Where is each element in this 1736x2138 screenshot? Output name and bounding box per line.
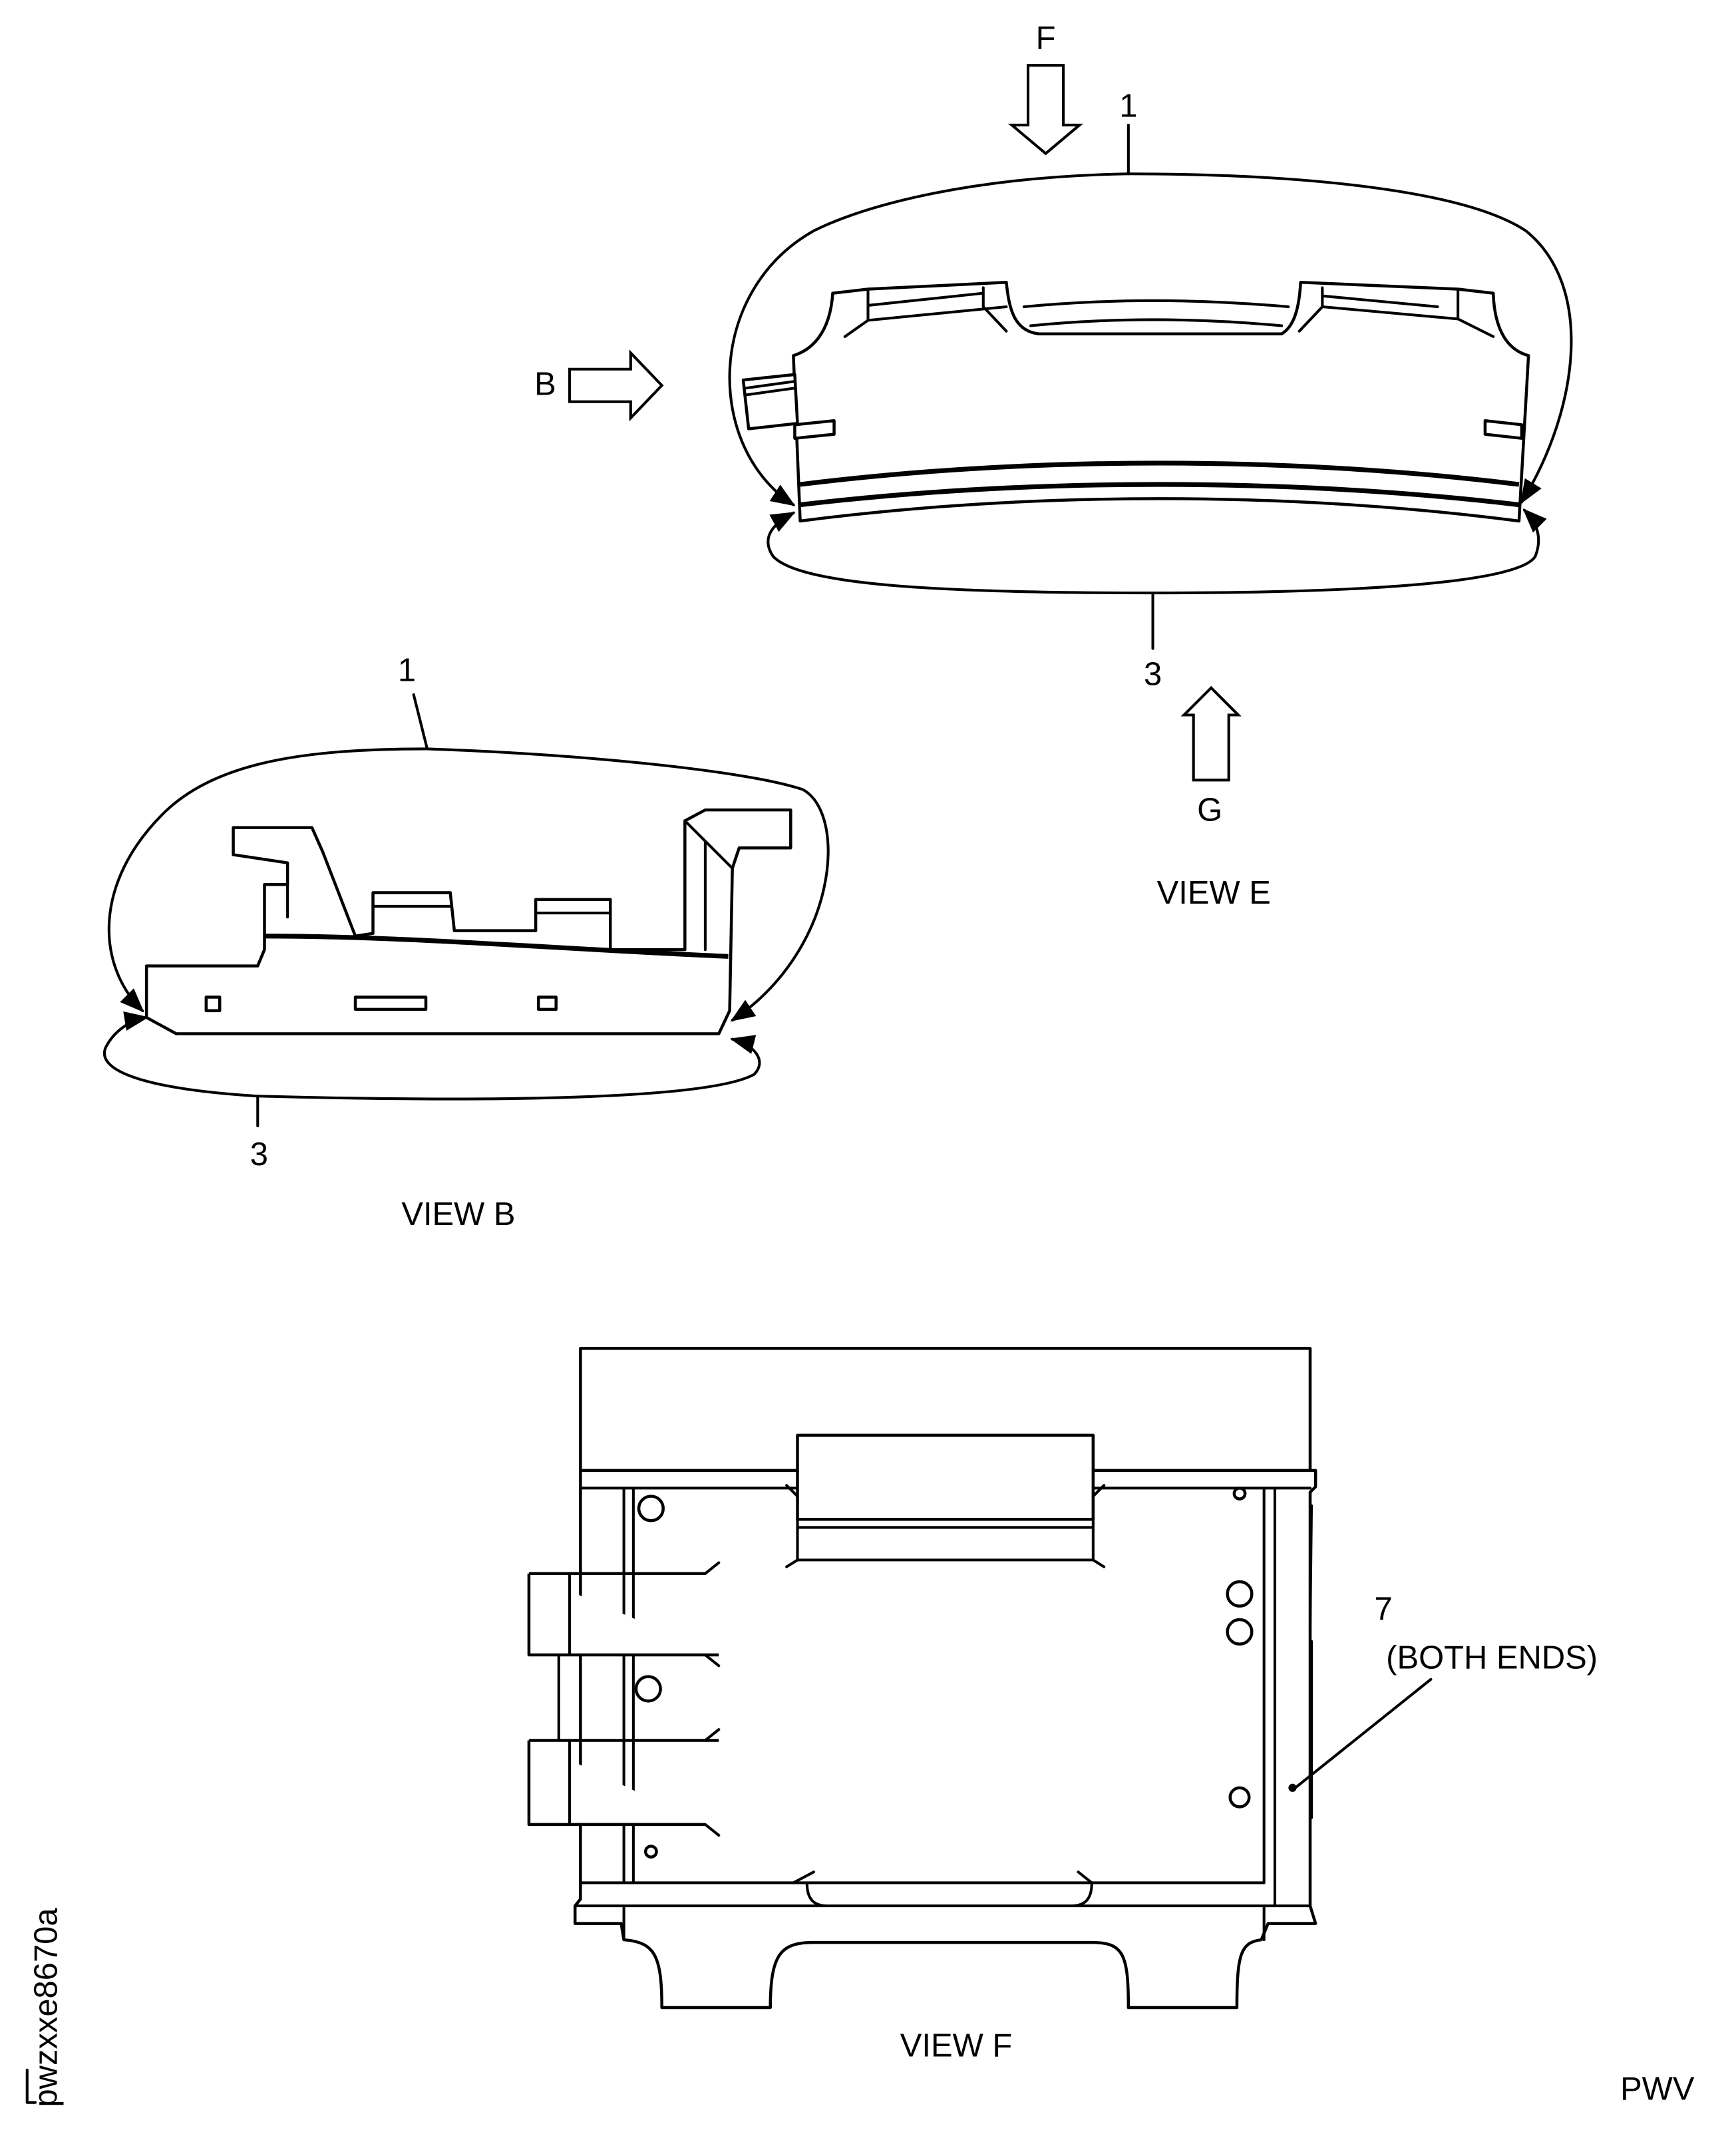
weld-callout-loop [1151,508,1547,595]
drawing-id-bracket [25,2068,37,2104]
slot [204,995,222,1013]
hole [1232,1487,1247,1501]
part-edge [557,1491,721,1900]
hole [1226,1618,1254,1646]
item-1-label: 1 [398,653,416,689]
callout-dot [1288,1783,1297,1792]
part-outline [573,1469,1317,2010]
part-edge [843,286,1495,338]
hole [1228,1786,1251,1809]
hole [634,1675,662,1703]
weld-callout-loop [1127,172,1573,504]
slot [793,419,836,440]
code-label: PWV [1620,2071,1695,2107]
leader-line [412,693,429,751]
item-7-label: 7 [1374,1591,1392,1627]
hole [1226,1580,1254,1608]
part-left-tab [527,1572,719,1657]
part-outline [144,808,792,1035]
view-b-title: VIEW B [401,1196,515,1232]
view-f: 7 (BOTH ENDS) VIEW F [527,1347,1598,2063]
view-e-title: VIEW E [1157,875,1271,911]
view-f-title: VIEW F [900,2028,1012,2063]
part-left-tab [527,1739,719,1827]
weld-callout-loop [103,1011,260,1098]
leader-line [1294,1678,1433,1789]
view-arrow-label-g: G [1197,792,1222,828]
hole [637,1495,665,1522]
weld-callout-loop [107,747,429,1013]
slot [536,995,558,1011]
item-7-note: (BOTH ENDS) [1386,1640,1598,1676]
part-edge [785,1484,1106,1568]
slot [1483,419,1524,440]
view-b-arrow-icon [568,349,664,422]
hole [643,1845,658,1859]
item-3-label: 3 [250,1137,268,1172]
weld-callout-loop [426,747,830,1022]
item-3-label: 3 [1144,657,1162,693]
part-flange-line [800,460,1520,508]
view-e: F 1 B 3 G VIEW E [534,21,1573,911]
view-b: 1 3 VIEW B [103,653,830,1232]
weld-callout-loop [767,511,1154,595]
part-outline [792,281,1530,523]
view-g-arrow-icon [1180,685,1242,782]
view-arrow-label-b: B [534,366,556,402]
weld-callout-loop [256,1035,761,1101]
part-edge [145,819,734,1019]
view-arrow-label-f: F [1036,21,1056,57]
weld-callout-loop [728,172,1130,506]
view-f-arrow-icon [1007,64,1084,156]
drawing-id: pwzxxe8670a [29,1908,65,2107]
slot [353,995,428,1011]
part-center-block [796,1433,1095,1521]
part-flange-line [265,934,729,959]
part-tab-edge [745,380,796,397]
item-1-label: 1 [1119,89,1137,124]
